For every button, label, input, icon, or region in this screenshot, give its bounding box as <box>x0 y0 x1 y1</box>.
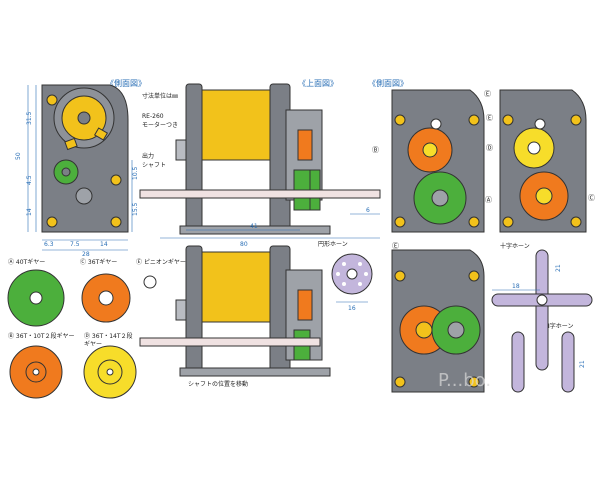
pinion-icon <box>534 118 546 130</box>
dim-41: 41 <box>250 223 258 230</box>
dim-80: 80 <box>240 241 248 248</box>
screw-icon <box>394 270 406 282</box>
screw-icon <box>502 114 514 126</box>
dim-4-5: 4.5 <box>26 175 33 185</box>
single-horns <box>511 331 575 393</box>
round-horn <box>331 253 373 295</box>
cross-horn <box>491 249 593 371</box>
pinion-icon <box>430 118 442 130</box>
gear-c <box>81 273 131 323</box>
screw-icon <box>570 114 582 126</box>
dim-10-5: 10.5 <box>132 166 139 180</box>
screw-icon <box>468 270 480 282</box>
dim-21b: 21 <box>579 360 586 368</box>
heading-side-right: 《側面図》 <box>368 78 408 88</box>
screw-icon <box>46 94 58 106</box>
top-view-lower <box>139 245 331 377</box>
gear-a <box>7 269 65 327</box>
top-view-upper <box>139 83 381 235</box>
gear-a-label: Ⓐ 40Tギヤー <box>8 258 45 266</box>
screw-icon <box>110 174 122 186</box>
dim-28: 28 <box>82 251 90 258</box>
marker-e3: Ⓔ <box>392 242 399 250</box>
gear-b <box>9 345 63 399</box>
watermark: P...bo. <box>438 370 491 391</box>
note-shaft: 出力 シャフト <box>142 152 166 169</box>
note-shaft-move: シャフトの位置を移動 <box>188 380 248 388</box>
screw-icon <box>394 114 406 126</box>
dim-6-3: 6.3 <box>44 241 54 248</box>
screw-icon <box>468 114 480 126</box>
gear-d-label: Ⓓ 36T・14T２段 ギヤー <box>84 332 134 348</box>
label-cross-horn: 十字ホーン <box>500 242 530 250</box>
note-motor: RE-260 モーターつき <box>142 113 178 129</box>
screw-icon <box>570 216 582 228</box>
screw-icon <box>394 376 406 388</box>
left-dimension-lines <box>27 85 133 251</box>
screw-icon <box>502 216 514 228</box>
marker-c: Ⓒ <box>588 194 595 202</box>
screw-icon <box>394 216 406 228</box>
dim-14: 14 <box>26 208 33 216</box>
label-single-horn: I字ホーン <box>548 322 573 330</box>
dim-6: 6 <box>366 207 370 214</box>
dim-50: 50 <box>15 152 22 160</box>
heading-top: 《上面図》 <box>298 79 338 88</box>
right-side-view-2 <box>499 89 587 233</box>
screw-icon <box>468 216 480 228</box>
dim-14b: 14 <box>100 241 108 248</box>
screw-icon <box>468 376 480 388</box>
dim-7-5: 7.5 <box>70 241 80 248</box>
right-side-view-3 <box>391 249 485 393</box>
dim-15-5: 15.5 <box>132 202 139 216</box>
dim-31-5: 31.5 <box>26 111 33 125</box>
top-dimension-lines <box>160 213 380 239</box>
label-round-horn: 円形ホーン <box>318 240 348 248</box>
screw-icon <box>110 216 122 228</box>
gear-c-label: Ⓒ 36Tギヤー <box>80 258 117 266</box>
gear-b-label: Ⓑ 36T・10T２段ギヤー <box>8 332 75 340</box>
right-side-view-1 <box>391 89 485 233</box>
marker-e: Ⓔ <box>484 90 491 98</box>
dim-21: 21 <box>555 264 562 272</box>
note-unit: 寸法単位は㎜ <box>142 92 178 100</box>
screw-icon <box>46 216 58 228</box>
gear-d <box>83 345 137 399</box>
gear-e <box>143 275 157 289</box>
left-side-view <box>41 84 129 233</box>
marker-b: Ⓑ <box>372 146 379 154</box>
marker-d: Ⓓ <box>486 144 493 152</box>
dim-18: 18 <box>512 283 520 290</box>
gear-e-label: Ⓔ ピニオンギヤー <box>136 258 186 266</box>
dim-16: 16 <box>348 305 356 312</box>
heading-side-left: 《側面図》 <box>106 78 146 88</box>
marker-e2: Ⓔ <box>486 114 493 122</box>
marker-a: Ⓐ <box>485 196 492 204</box>
